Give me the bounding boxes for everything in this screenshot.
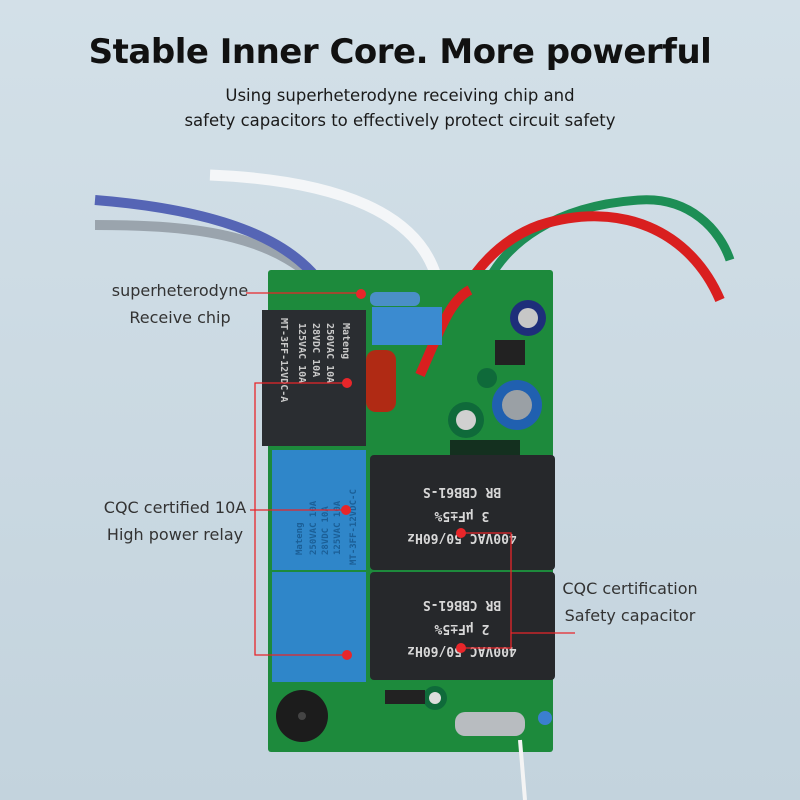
callout-text: CQC certification [562, 579, 698, 598]
svg-text:250VAC 10A: 250VAC 10A [324, 323, 335, 383]
svg-text:2 μF±5%: 2 μF±5% [434, 621, 489, 636]
page-title: Stable Inner Core. More powerful [88, 32, 712, 72]
callout-lines [246, 292, 575, 656]
safety-capacitor-1 [370, 455, 555, 570]
svg-text:Mateng: Mateng [340, 323, 351, 359]
svg-text:28VDC 10A: 28VDC 10A [321, 506, 331, 555]
svg-text:BR CBB61-S: BR CBB61-S [423, 597, 501, 612]
x-capacitor [372, 307, 442, 345]
subtitle-line-2: safety capacitors to effectively protect… [184, 111, 616, 130]
callout-safety-capacitor: CQC certification Safety capacitor [560, 575, 700, 629]
relay-black [262, 310, 366, 446]
svg-text:Mateng: Mateng [295, 522, 305, 555]
svg-text:28VDC 10A: 28VDC 10A [310, 323, 321, 377]
svg-text:125VAC 10A: 125VAC 10A [333, 500, 343, 555]
callout-text: Safety capacitor [564, 606, 696, 625]
svg-text:MT-3FF-12VDC-C: MT-3FF-12VDC-C [349, 489, 359, 565]
resistor [370, 292, 420, 306]
wire-white [209, 169, 446, 296]
callout-dots [341, 289, 466, 660]
svg-text:125VAC 10A: 125VAC 10A [296, 323, 307, 383]
wire-green [475, 195, 735, 302]
svg-text:BR CBB61-S: BR CBB61-S [423, 484, 501, 499]
relay-blue-2 [272, 572, 366, 682]
crystal [455, 712, 525, 736]
red-capacitor [366, 350, 396, 412]
svg-text:MT-3FF-12VDC-A: MT-3FF-12VDC-A [278, 318, 289, 402]
svg-text:250VAC 10A: 250VAC 10A [309, 500, 319, 555]
callout-text: CQC certified 10A [103, 498, 247, 517]
callout-receive-chip: superheterodyne Receive chip [110, 277, 250, 331]
callout-text: Receive chip [129, 308, 231, 327]
svg-text:3 μF±5%: 3 μF±5% [434, 508, 489, 523]
callout-text: superheterodyne [111, 281, 249, 300]
subtitle-line-1: Using superheterodyne receiving chip and [225, 86, 575, 105]
callout-relay: CQC certified 10A High power relay [100, 494, 250, 548]
safety-capacitor-2 [370, 572, 555, 680]
callout-text: High power relay [106, 525, 244, 544]
